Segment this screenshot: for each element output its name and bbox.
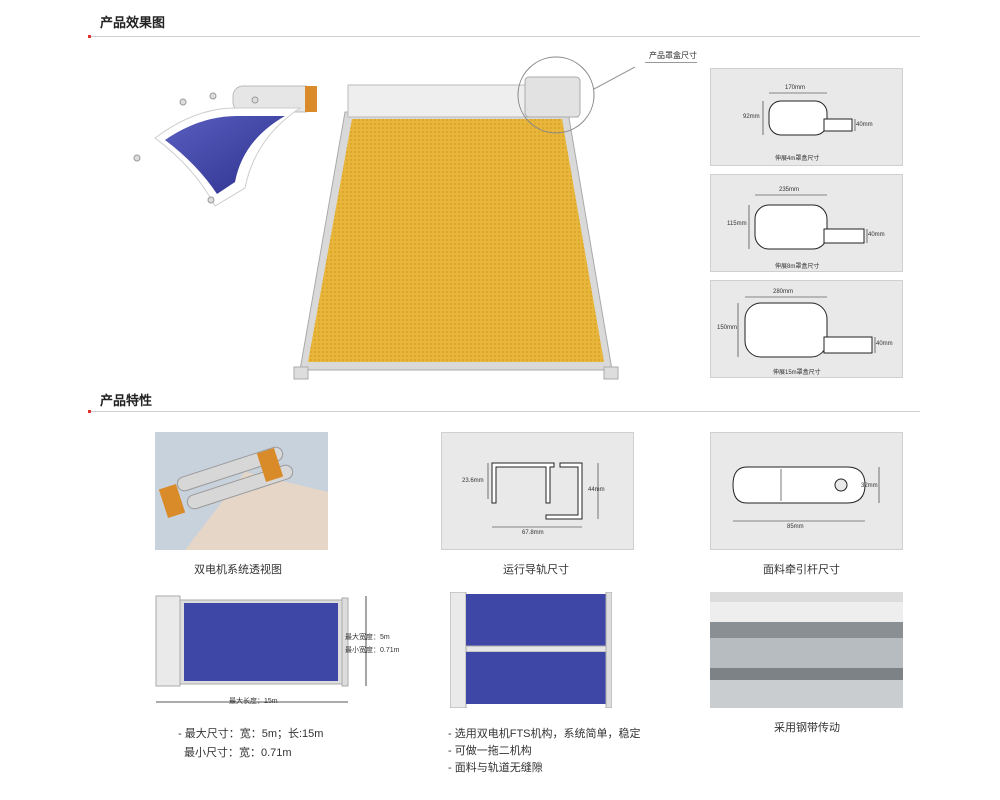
min-width-label: 最小宽度：0.71m [345,647,400,654]
box-panel-8m: 235mm 115mm 40mm 伸展8m罩盒尺寸 [710,174,903,272]
belt-caption: 采用钢带传动 [774,722,840,734]
section-title-features: 产品特性 [100,393,153,408]
box-8m-height: 115mm [727,221,747,227]
section-divider [88,36,920,37]
box-drawing-8m [748,194,868,250]
rail-w: 67.8mm [522,530,544,536]
bar-caption: 面料牵引杆尺寸 [763,564,840,576]
accent-dot [88,35,91,38]
section-title-effects: 产品效果图 [100,15,166,30]
box-panel-15m: 280mm 150mm 40mm 伸展15m罩盒尺寸 [710,280,903,378]
box-4m-caption: 伸展4m罩盒尺寸 [775,156,820,162]
curved-cover-render [133,85,317,207]
max-width-label: 最大宽度：5m [345,634,390,641]
callout-line [645,62,697,63]
bar-drawing [732,466,880,522]
size-overview-drawing [155,595,367,703]
box-8m-tail: 40mm [868,232,885,238]
box-drawing-4m [762,92,856,136]
feature-fts-1: - 选用双电机FTS机构，系统简单，稳定 [448,728,641,740]
box-15m-tail: 40mm [876,341,893,347]
feature-fts-2: - 可做一拖二机构 [448,745,532,757]
feature-dims-2: 最小尺寸：宽：0.71m [184,747,292,759]
bar-w: 85mm [787,524,804,530]
box-8m-caption: 伸展8m罩盒尺寸 [775,264,820,270]
box-15m-caption: 伸展15m罩盒尺寸 [773,370,821,376]
motor-caption: 双电机系统透视图 [194,564,282,576]
box-drawing-15m [737,296,876,358]
box-15m-height: 150mm [717,325,738,331]
max-length-label: 最大长度：15m [229,698,278,705]
rail-drawing [487,462,599,528]
bar-panel: 32mm 85mm [710,432,903,550]
yellow-cover-render [293,56,635,380]
box-4m-height: 92mm [743,114,760,120]
rail-caption: 运行导轨尺寸 [503,564,569,576]
rail-h1: 23.6mm [462,478,484,484]
accent-dot [88,410,91,413]
box-15m-width: 280mm [773,289,794,295]
box-4m-width: 170mm [785,85,806,91]
box-8m-width: 235mm [779,187,800,193]
callout-label: 产品罩盒尺寸 [649,51,697,60]
feature-fts-3: - 面料与轨道无缝隙 [448,762,543,774]
rail-h2: 44mm [588,487,605,493]
feature-dims-1: - 最大尺寸：宽：5m；长:15m [178,728,324,740]
bar-h: 32mm [861,483,878,489]
rail-panel: 23.6mm 44mm 67.8mm [441,432,634,550]
steel-belt-photo [710,592,903,708]
box-panel-4m: 170mm 92mm 40mm 伸展4m罩盒尺寸 [710,68,903,166]
box-4m-tail: 40mm [856,122,873,128]
section-divider [88,411,920,412]
split-cover-drawing [450,592,612,708]
motor-system-render [155,432,328,550]
